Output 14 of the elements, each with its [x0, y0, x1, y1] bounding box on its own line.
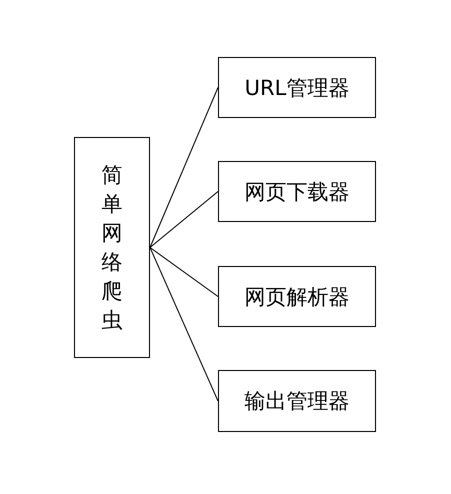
box-label: 网页解析器 [244, 284, 350, 310]
module-box [218, 266, 376, 327]
connector-line [150, 247, 218, 402]
box-label: 网页下载器 [244, 178, 350, 206]
connector-line [150, 191, 218, 248]
root-box [74, 137, 150, 358]
box-label: 输出管理器 [244, 388, 350, 415]
connector-line [150, 247, 218, 297]
module-box [218, 161, 376, 222]
connector-line [150, 87, 218, 248]
module-box [218, 370, 376, 432]
box-label: URL管理器 [244, 74, 350, 102]
box-label: 简单网络爬虫 [100, 162, 124, 334]
module-box [218, 57, 376, 118]
